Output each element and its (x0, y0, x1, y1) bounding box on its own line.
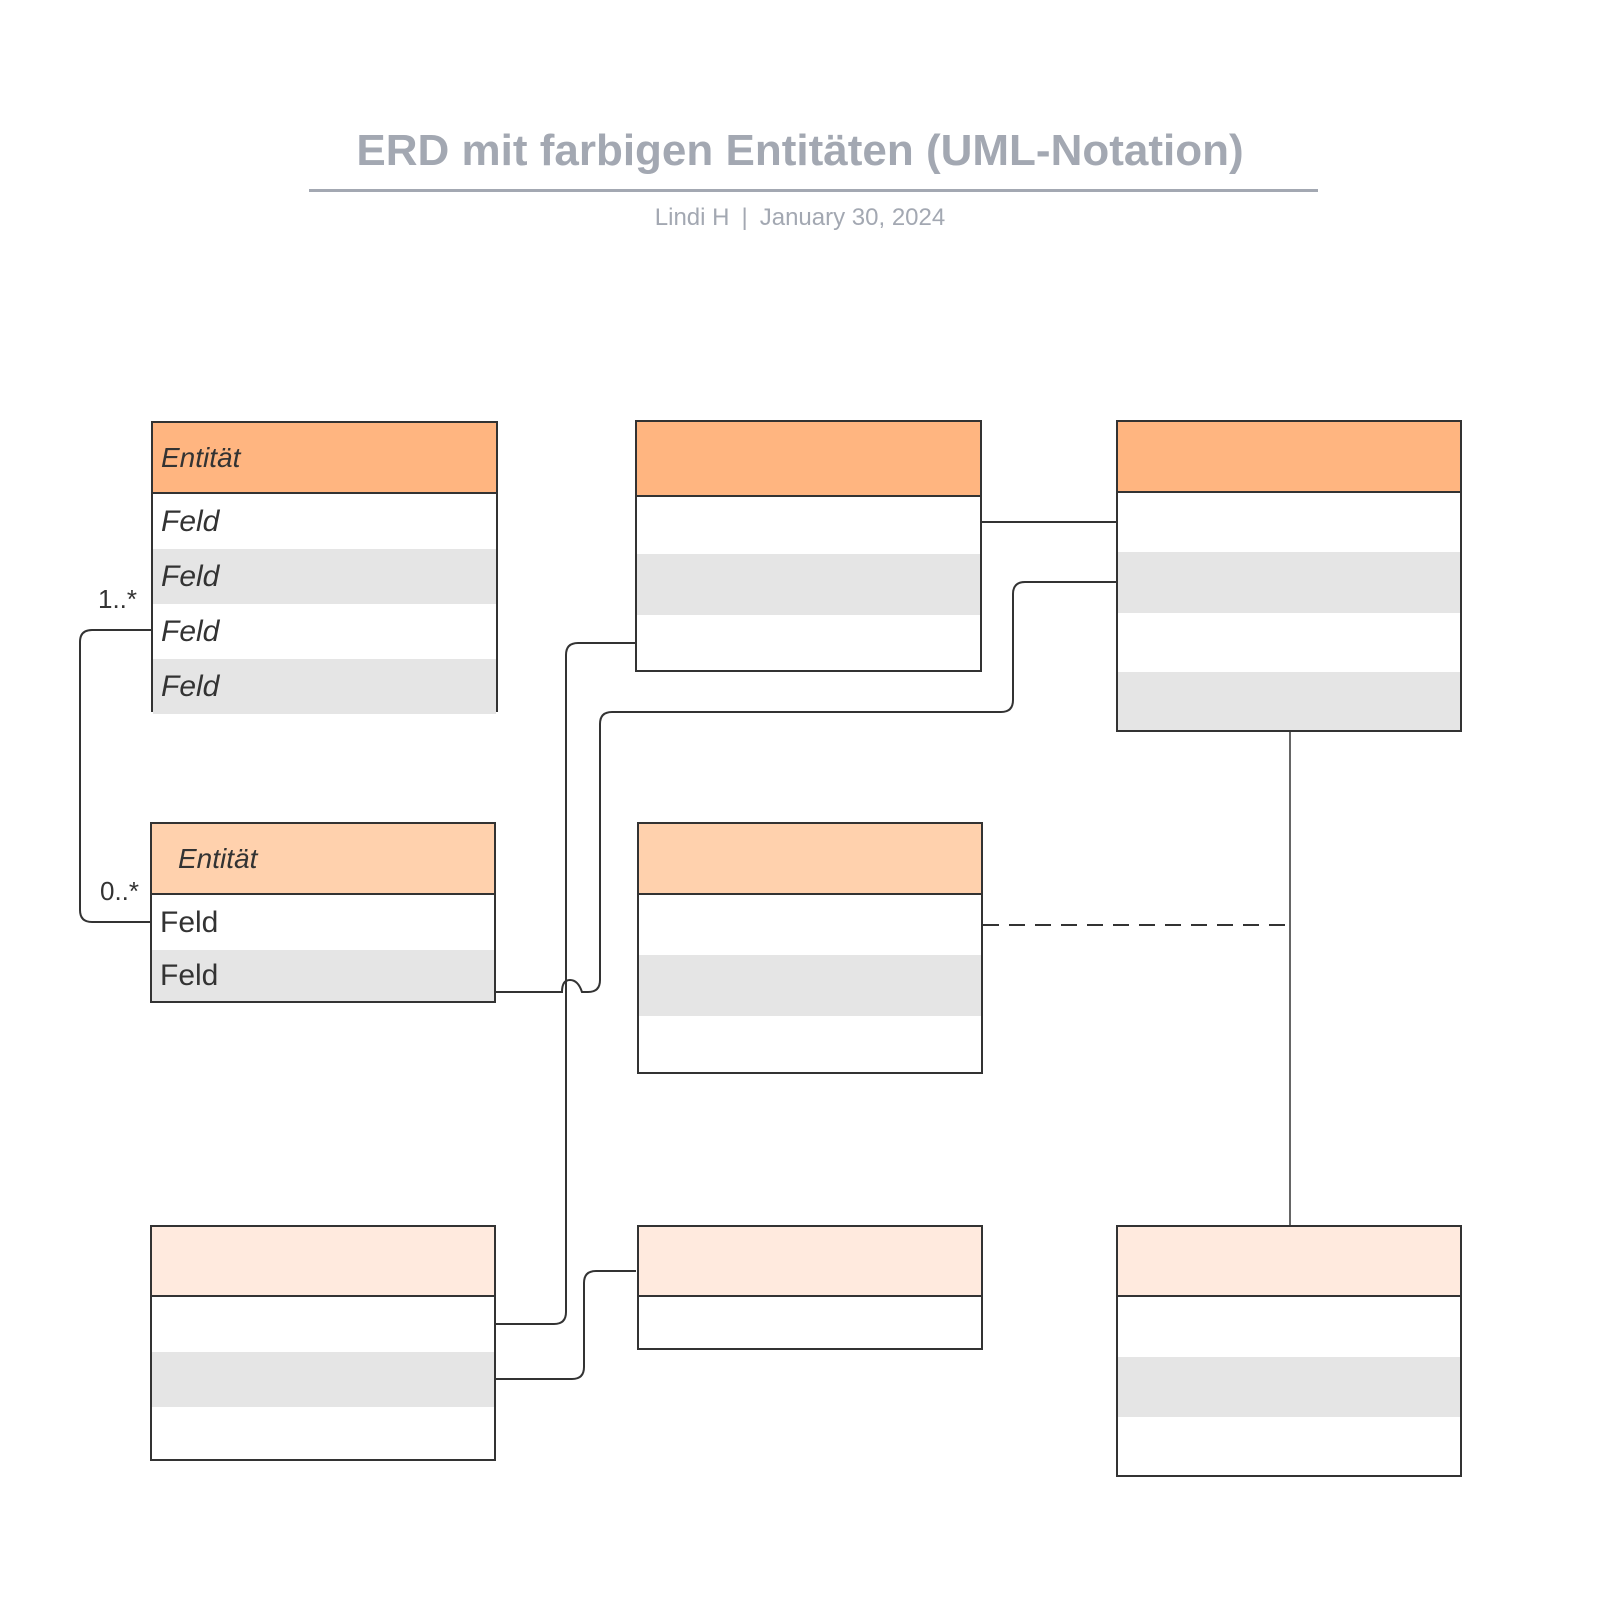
entity-3[interactable] (1116, 420, 1462, 732)
entity-field[interactable]: Feld (161, 614, 220, 648)
entity-field[interactable] (639, 1016, 981, 1072)
entity-header[interactable]: Entität (153, 423, 496, 494)
entity-field[interactable] (639, 1297, 981, 1348)
entity-field[interactable] (152, 1352, 494, 1407)
entity-header[interactable] (1118, 422, 1460, 493)
title-divider (309, 189, 1318, 192)
entity-field[interactable] (1118, 672, 1460, 730)
author: Lindi H (654, 204, 730, 231)
entity-field[interactable] (639, 955, 981, 1016)
entity-1[interactable]: Entität Feld Feld Feld Feld (151, 421, 498, 714)
entity-header[interactable] (639, 1227, 981, 1297)
entity-field[interactable] (152, 1407, 494, 1459)
entity-field[interactable] (1118, 613, 1460, 672)
date: January 30, 2024 (759, 204, 946, 231)
entity-field[interactable] (637, 554, 980, 615)
multiplicity-source: 1..* (98, 584, 138, 614)
entity-field[interactable] (1118, 1417, 1460, 1475)
relationship-line-e1-e4 (79, 629, 152, 923)
entity-header[interactable] (639, 824, 981, 895)
entity-field[interactable]: Feld (160, 905, 219, 939)
subtitle-separator: | (741, 204, 748, 231)
entity-8[interactable] (1116, 1225, 1462, 1477)
entity-4[interactable]: Entität Feld Feld (150, 822, 496, 1003)
entity-field[interactable] (639, 895, 981, 955)
entity-field[interactable] (1118, 1357, 1460, 1417)
entity-field[interactable] (637, 497, 980, 554)
entity-field[interactable] (1118, 493, 1460, 552)
entity-7[interactable] (637, 1225, 983, 1350)
entity-header[interactable] (637, 422, 980, 497)
entity-field[interactable]: Feld (161, 504, 220, 538)
entity-header[interactable]: Entität (152, 824, 494, 895)
entity-5[interactable] (637, 822, 983, 1074)
entity-2[interactable] (635, 420, 982, 672)
entity-field[interactable] (637, 615, 980, 670)
relationship-line-e6-e7 (496, 1270, 636, 1380)
diagram-subtitle: Lindi H | January 30, 2024 (300, 204, 1300, 232)
entity-6[interactable] (150, 1225, 496, 1461)
diagram-title: ERD mit farbigen Entitäten (UML-Notation… (356, 126, 1244, 175)
entity-field[interactable]: Feld (153, 659, 496, 714)
entity-field[interactable] (1118, 552, 1460, 613)
entity-header[interactable] (152, 1227, 494, 1297)
multiplicity-target: 0..* (100, 876, 140, 906)
entity-field[interactable]: Feld (153, 549, 496, 604)
entity-field[interactable] (152, 1297, 494, 1352)
entity-header[interactable] (1118, 1227, 1460, 1297)
relationship-line-e3-e4 (496, 581, 1117, 993)
entity-field[interactable]: Feld (152, 950, 494, 1001)
entity-field[interactable] (1118, 1297, 1460, 1357)
relationship-line-e2-e6 (496, 642, 636, 1325)
